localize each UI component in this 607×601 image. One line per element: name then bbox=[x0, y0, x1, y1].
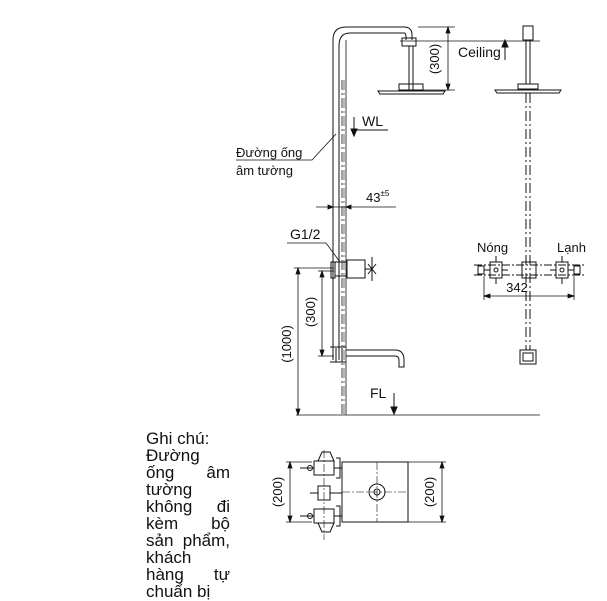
valve-handle-side bbox=[367, 257, 377, 281]
valve-spacing-dimension bbox=[482, 276, 576, 300]
mixer-bar bbox=[474, 256, 584, 284]
pipe-leader bbox=[236, 133, 337, 161]
pipe-label-line2: âm tường bbox=[236, 163, 293, 178]
top-bracket bbox=[401, 37, 417, 47]
shower-head-front bbox=[494, 83, 562, 94]
ceiling-drop-label: (300) bbox=[427, 44, 442, 74]
front-elevation bbox=[474, 25, 584, 365]
valve-spacing-label: 342 bbox=[506, 280, 528, 295]
cold-label: Lạnh bbox=[557, 240, 586, 255]
front-top-bracket bbox=[522, 25, 534, 41]
riser-pipe bbox=[332, 26, 413, 360]
spout-valve-dimension bbox=[318, 269, 334, 358]
shower-head-side bbox=[377, 83, 446, 95]
ceiling-arrow bbox=[501, 38, 509, 60]
plan-right-dimension bbox=[408, 460, 446, 524]
plan-right-label: (200) bbox=[422, 477, 437, 507]
wl-marker bbox=[350, 117, 388, 138]
fl-marker bbox=[390, 393, 398, 416]
plan-valves bbox=[300, 450, 342, 540]
technical-drawing: Ceiling (300) WL Đường ống âm tường 43±5… bbox=[236, 25, 586, 540]
note-body: Đường ống âm tường không đi kèm bộ sản p… bbox=[146, 446, 230, 601]
plan-view bbox=[286, 450, 446, 540]
tub-spout bbox=[330, 346, 405, 368]
valve-body bbox=[334, 261, 348, 277]
thread-label: G1/2 bbox=[290, 226, 321, 242]
side-elevation bbox=[236, 25, 540, 417]
thread-leader bbox=[287, 242, 341, 263]
hot-label: Nóng bbox=[477, 240, 508, 255]
offset-label: 43±5 bbox=[366, 189, 390, 205]
floor-height-dimension bbox=[294, 266, 334, 417]
note-block: Ghi chú: Đường ống âm tường không đi kèm… bbox=[146, 430, 230, 600]
front-spout bbox=[519, 349, 537, 365]
floor-height-label: (1000) bbox=[279, 325, 294, 363]
plan-left-dimension bbox=[286, 460, 312, 524]
plan-left-label: (200) bbox=[270, 477, 285, 507]
wl-label: WL bbox=[362, 113, 383, 129]
ceiling-drop-dimension bbox=[418, 25, 455, 92]
offset-tolerance: ±5 bbox=[380, 189, 389, 198]
fl-label: FL bbox=[370, 385, 387, 401]
pipe-label-line1: Đường ống bbox=[236, 145, 302, 160]
spout-valve-label: (300) bbox=[303, 297, 318, 327]
ceiling-label: Ceiling bbox=[458, 44, 501, 60]
offset-dimension bbox=[316, 200, 396, 214]
note-title: Ghi chú: bbox=[146, 429, 210, 448]
